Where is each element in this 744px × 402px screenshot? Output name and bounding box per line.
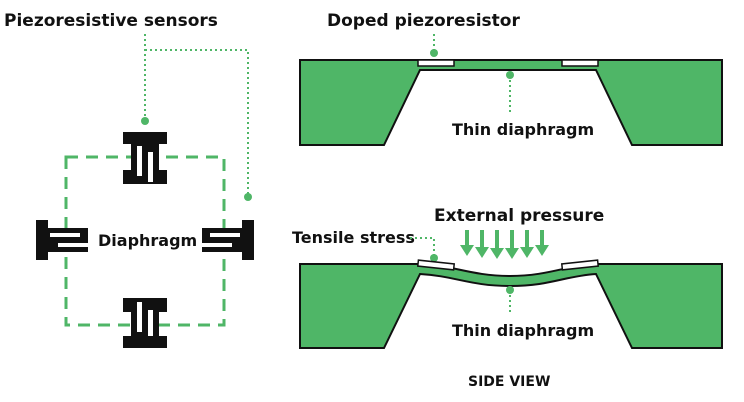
external-pressure-label: External pressure — [434, 206, 604, 226]
side-view-label: SIDE VIEW — [468, 374, 550, 390]
silicon-body-top — [299, 59, 723, 146]
tensile-stress-label: Tensile stress — [292, 228, 415, 247]
diaphragm-label: Diaphragm — [98, 231, 197, 250]
piezoresistor-pad-bottom-right — [560, 259, 600, 271]
piezoresistor-pad-bottom-left — [416, 259, 456, 271]
thin-diaphragm-top-label: Thin diaphragm — [452, 120, 594, 139]
silicon-body-bottom — [299, 263, 723, 349]
thin-diaphragm-bottom-dot — [506, 286, 514, 294]
tensile-stress-leader — [410, 237, 435, 256]
piezoresistor-sensor-left — [36, 220, 88, 260]
piezoresistive-sensors-label: Piezoresistive sensors — [4, 11, 218, 31]
doped-piezoresistor-label: Doped piezoresistor — [327, 11, 520, 31]
tensile-stress-dot — [430, 254, 438, 262]
thin-diaphragm-bottom-label: Thin diaphragm — [452, 321, 594, 340]
pressure-arrows — [460, 230, 549, 259]
doped-piezoresistor-dot — [430, 49, 438, 57]
piezoresistor-sensor-top — [123, 132, 167, 184]
piezoresistor-sensor-bottom — [123, 298, 167, 348]
thin-diaphragm-top-dot — [506, 71, 514, 79]
sensor-right-leader-dot — [244, 193, 252, 201]
sensor-top-leader-dot — [141, 117, 149, 125]
piezoresistor-sensor-right — [202, 220, 254, 260]
piezoresistor-pad-top-right — [561, 59, 599, 67]
piezoresistor-pad-top-left — [417, 59, 455, 67]
